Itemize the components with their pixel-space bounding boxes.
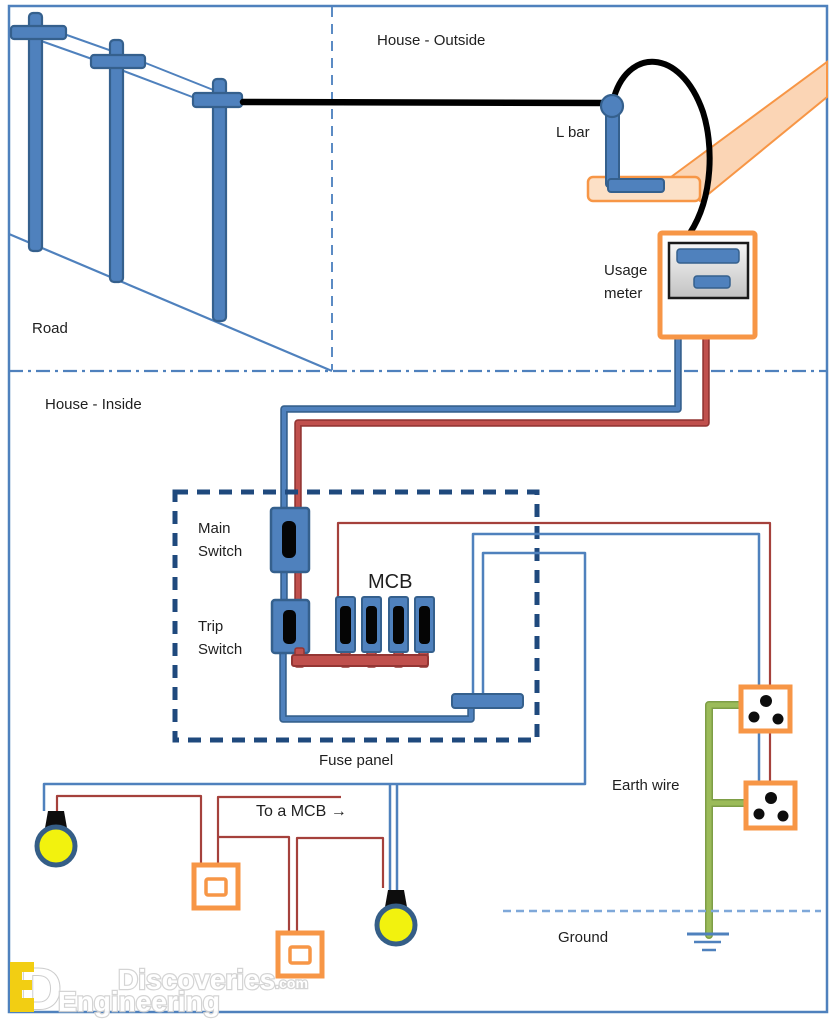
l-bar (599, 93, 665, 193)
service-connector (599, 93, 625, 119)
road-edge-line (8, 232, 333, 373)
fuse-panel-enclosure (172, 489, 540, 743)
lamp1-to-switch1-wire (55, 794, 203, 865)
earth-wire (705, 701, 750, 939)
neutral-circuit-wires (42, 532, 761, 890)
usage-meter (657, 230, 758, 340)
logo-monogram-e-icon (10, 962, 34, 1012)
power-socket-1 (738, 684, 793, 734)
earth-wire-label: Earth wire (612, 777, 680, 794)
neutral-bar (451, 693, 524, 709)
outer-border (7, 4, 829, 1014)
to-a-mcb-wire (216, 795, 341, 865)
house-outside-label: House - Outside (377, 32, 486, 49)
neutral-wire-meter (281, 334, 681, 512)
l-bar-label: L bar (556, 124, 590, 141)
mcb-to-socket-wire (336, 521, 772, 687)
power-socket-2 (743, 780, 798, 831)
utility-pole-2 (89, 38, 147, 284)
live-wire-meter (295, 334, 709, 512)
switch-box-2 (275, 930, 325, 979)
ground-label: Ground (558, 929, 609, 946)
neutral-to-lamp-circuit-wire (42, 551, 587, 811)
lamp-2 (374, 890, 418, 947)
trip-switch (270, 598, 311, 655)
bulb-icon (374, 903, 418, 947)
trip-to-neutral-bar-wire (280, 648, 474, 722)
bulb-icon (34, 824, 78, 868)
ground-symbol (687, 932, 729, 952)
mcb-label: MCB (368, 571, 413, 593)
live-circuit-wires (55, 521, 772, 933)
service-drop-wire (610, 58, 713, 236)
watermark-discoveries: Discoveries.com (118, 964, 308, 995)
switch-box-1 (191, 862, 241, 911)
road-label: Road (32, 320, 68, 337)
house-inside-label: House - Inside (45, 396, 142, 413)
fuse-panel-label: Fuse panel (319, 752, 394, 769)
watermark-engineering: Engineering (58, 986, 220, 1017)
mcb-bank (335, 596, 435, 653)
utility-pole-3 (191, 77, 244, 323)
to-a-mcb-label: To a MCB → (256, 803, 347, 820)
utility-pole-1 (9, 11, 68, 253)
neutral-to-socket-wire (471, 532, 761, 694)
watermark-logo: D Discoveries.com Engineering (10, 956, 309, 1023)
lamp-1 (34, 811, 78, 868)
main-switch (269, 506, 311, 574)
meter-to-panel-wires (279, 333, 710, 723)
service-wire (239, 98, 608, 107)
